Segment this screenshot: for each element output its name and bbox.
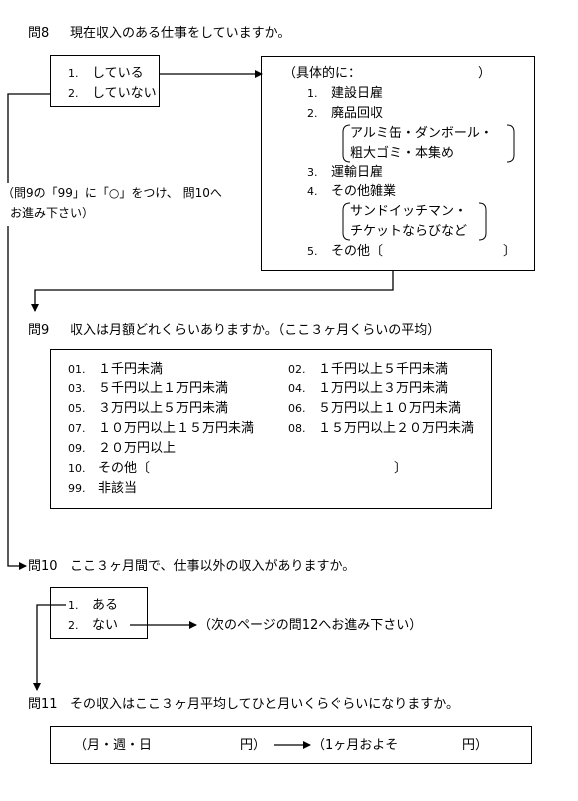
q10-opt2[interactable]: ない (92, 618, 119, 633)
arrow-detail-q9 (31, 271, 394, 312)
q10-skip-note: （次のページの問12へお進み下さい） (198, 618, 423, 633)
bracket-d4-left (342, 202, 351, 241)
q9-opt-num: 04. (288, 382, 306, 395)
q8-d4-note2: チケットならびなど (350, 224, 468, 239)
q9-opt[interactable]: ２０万円以上 (98, 441, 177, 456)
arrow-q8-skip-down (7, 226, 27, 570)
q8-d2-note2: 粗大ゴミ・本集め (350, 146, 455, 161)
bracket-d4-right (478, 202, 487, 241)
q11-answer-box (50, 726, 532, 764)
q10-label: 問10 (28, 559, 58, 574)
q8-opt1[interactable]: している (92, 66, 144, 81)
q9-opt[interactable]: １千円未満 (98, 362, 164, 377)
arrow-q10-q11 (33, 604, 66, 691)
q9-opt-num: 07. (68, 422, 86, 435)
arrow-q8-skip-top (7, 93, 50, 183)
q8-opt2[interactable]: していない (92, 86, 157, 101)
q8-d1-num: 1. (307, 87, 318, 100)
q8-d5-close: 〕 (503, 244, 517, 259)
bracket-d2-right (506, 124, 515, 163)
q9-options-box (50, 349, 492, 509)
q8-d2-note1: アルミ缶・ダンボール・ (350, 126, 493, 141)
q8-d2[interactable]: 廃品回収 (331, 106, 384, 121)
q10-options-box (50, 587, 148, 639)
q9-opt[interactable]: ３万円以上５万円未満 (98, 401, 229, 416)
q9-opt-num: 05. (68, 402, 86, 415)
q9-opt[interactable]: １万円以上３万円未満 (318, 381, 449, 396)
q9-opt[interactable]: １０万円以上１５万円未満 (98, 421, 255, 436)
q10-opt2-num: 2. (68, 619, 79, 632)
q8-d4[interactable]: その他雑業 (331, 184, 397, 199)
q9-opt-num: 08. (288, 422, 306, 435)
q9-opt-num: 02. (288, 363, 306, 376)
q11-right: （1ヶ月およそ (312, 738, 399, 753)
q9-opt-num: 99. (68, 482, 86, 495)
q9-opt[interactable]: ５万円以上１０万円未満 (318, 401, 462, 416)
q9-question: 収入は月額どれくらいありますか。（ここ３ヶ月くらいの平均） (70, 323, 441, 338)
q11-left-unit: 円） (240, 738, 267, 753)
q10-question: ここ３ヶ月間で、仕事以外の収入がありますか。 (70, 559, 356, 574)
q10-opt1-num: 1. (68, 599, 79, 612)
q8-opt2-num: 2. (68, 87, 79, 100)
q8-d4-num: 4. (307, 185, 318, 198)
q8-d4-note1: サンドイッチマン・ (350, 204, 468, 219)
q8-detail-box (261, 56, 535, 271)
bracket-d2-left (342, 124, 351, 163)
q9-opt[interactable]: １５万円以上２０万円未満 (318, 421, 475, 436)
q8-label: 問8 (28, 26, 50, 41)
q8-detail-close: ） (478, 66, 492, 81)
q9-opt[interactable]: その他〔 (98, 461, 151, 476)
q9-opt[interactable]: ５千円以上１万円未満 (98, 381, 229, 396)
q8-d5[interactable]: その他〔 (331, 244, 384, 259)
q9-opt-num: 09. (68, 442, 86, 455)
q8-d3-num: 3. (307, 166, 318, 179)
q9-other-close: 〕 (394, 461, 408, 476)
q8-d5-num: 5. (307, 245, 318, 258)
q11-question: その収入はここ３ヶ月平均してひと月いくらぐらいになりますか。 (70, 697, 459, 712)
q10-opt1[interactable]: ある (92, 598, 119, 613)
q9-opt-num: 10. (68, 462, 86, 475)
q9-label: 問9 (28, 323, 50, 338)
q8-options-box (50, 55, 160, 107)
q8-d1[interactable]: 建設日雇 (331, 86, 384, 101)
q11-label: 問11 (28, 697, 58, 712)
q8-detail-head: （具体的に： (283, 66, 362, 81)
q9-opt-num: 06. (288, 402, 306, 415)
q8-skip-line1: （問9の「99」に「○」をつけ、 問10へ (2, 186, 222, 200)
q8-d2-num: 2. (307, 107, 318, 120)
q8-opt1-num: 1. (68, 67, 79, 80)
q9-opt-num: 01. (68, 363, 86, 376)
q9-opt-num: 03. (68, 382, 86, 395)
q9-opt[interactable]: 非該当 (98, 481, 138, 496)
q8-skip-line2: お進み下さい） (10, 206, 95, 220)
q9-opt[interactable]: １千円以上５千円未満 (318, 362, 449, 377)
q8-question: 現在収入のある仕事をしていますか。 (70, 26, 291, 41)
q8-d3[interactable]: 運輸日雇 (331, 165, 384, 180)
q11-left: （月・週・日 (74, 738, 153, 753)
q11-right-unit: 円） (462, 738, 489, 753)
